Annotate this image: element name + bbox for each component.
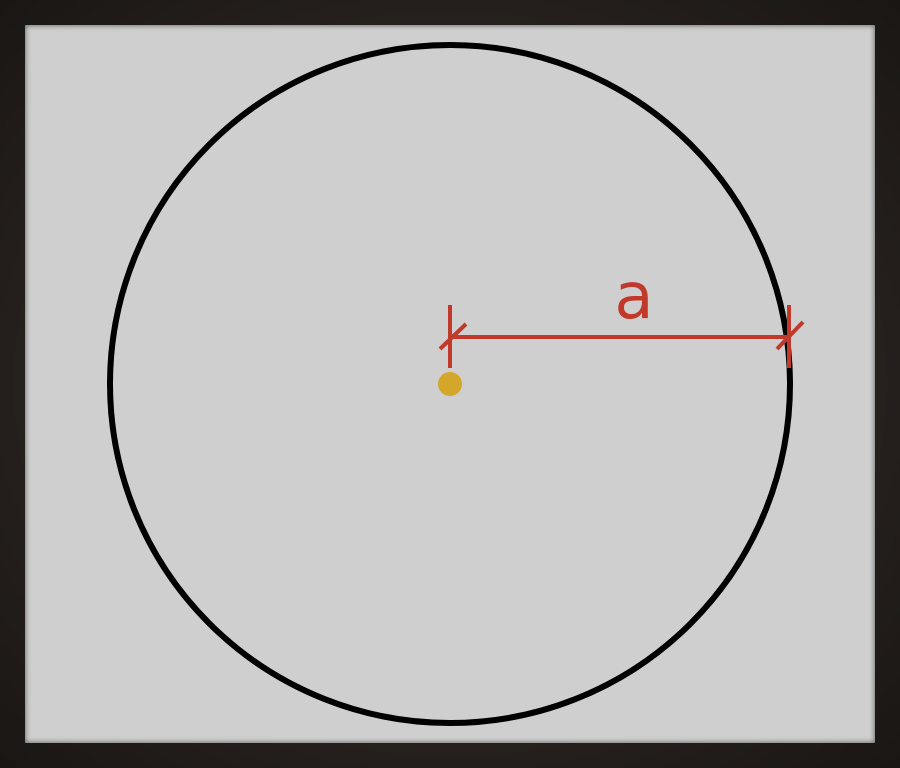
radius-tick-right-slash <box>775 320 805 351</box>
radius-tick-left-slash <box>438 322 468 351</box>
center-point <box>438 372 462 396</box>
circle-outline <box>107 42 793 726</box>
radius-label: a <box>614 260 653 334</box>
